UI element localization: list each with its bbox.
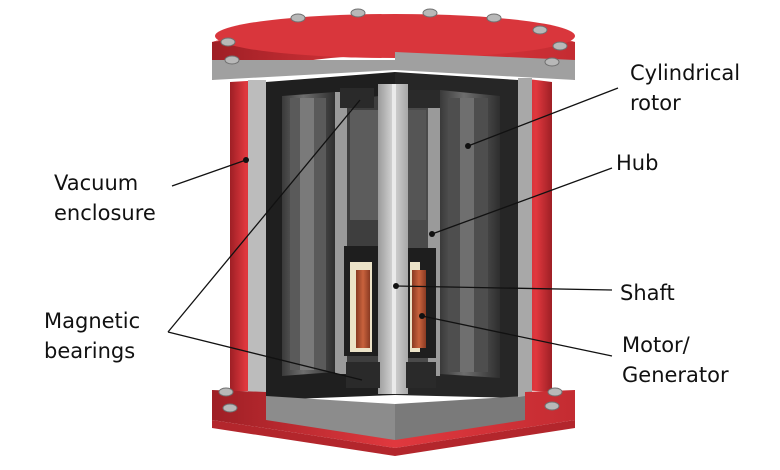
leader-hub (431, 167, 613, 235)
leader-bearing-top (167, 99, 361, 333)
label-vacuum-enclosure: Vacuum enclosure (54, 171, 156, 225)
leader-vacuum-enclosure (171, 159, 247, 187)
bolt-icon (552, 41, 568, 51)
label-line: Vacuum (54, 171, 138, 195)
label-line: rotor (630, 91, 681, 115)
leader-motor (421, 315, 613, 357)
label-line: enclosure (54, 201, 156, 225)
label-line: bearings (44, 339, 135, 363)
top-lid (212, 14, 575, 80)
label-line: Generator (622, 363, 729, 387)
label-motor-generator: Motor/ Generator (622, 333, 729, 387)
enclosure-cut-left (248, 80, 266, 398)
flange-bolts (218, 387, 563, 413)
leader-dots (243, 143, 471, 319)
bolt-icon (486, 13, 502, 23)
label-magnetic-bearings: Magnetic bearings (44, 309, 147, 363)
enclosure-cut-right (518, 78, 532, 396)
bolt-icon (544, 57, 560, 67)
label-line: Motor/ (622, 333, 691, 357)
cylindrical-rotor (282, 90, 500, 378)
leader-rotor (467, 87, 619, 147)
bolt-icon (218, 387, 234, 397)
bolt-icon (350, 8, 366, 18)
lower-magnetic-bearing (346, 362, 436, 388)
label-shaft: Shaft (620, 281, 675, 305)
bolt-icon (532, 25, 548, 35)
bolt-icon (222, 403, 238, 413)
label-hub: Hub (616, 151, 658, 175)
leader-bearing-bottom (167, 331, 363, 381)
label-line: Magnetic (44, 309, 140, 333)
bolt-icon (220, 37, 236, 47)
bolt-icon (547, 387, 563, 397)
leader-shaft (395, 285, 613, 291)
bolt-icon (224, 55, 240, 65)
motor-generator (344, 246, 436, 358)
bolt-icon (290, 13, 306, 23)
label-line: Cylindrical (630, 61, 740, 85)
leader-lines (167, 87, 619, 381)
bolt-icon (422, 8, 438, 18)
label-cylindrical-rotor: Cylindrical rotor (630, 61, 747, 115)
bottom-flange (212, 390, 575, 456)
lid-bolts (220, 8, 568, 67)
bolt-icon (544, 401, 560, 411)
